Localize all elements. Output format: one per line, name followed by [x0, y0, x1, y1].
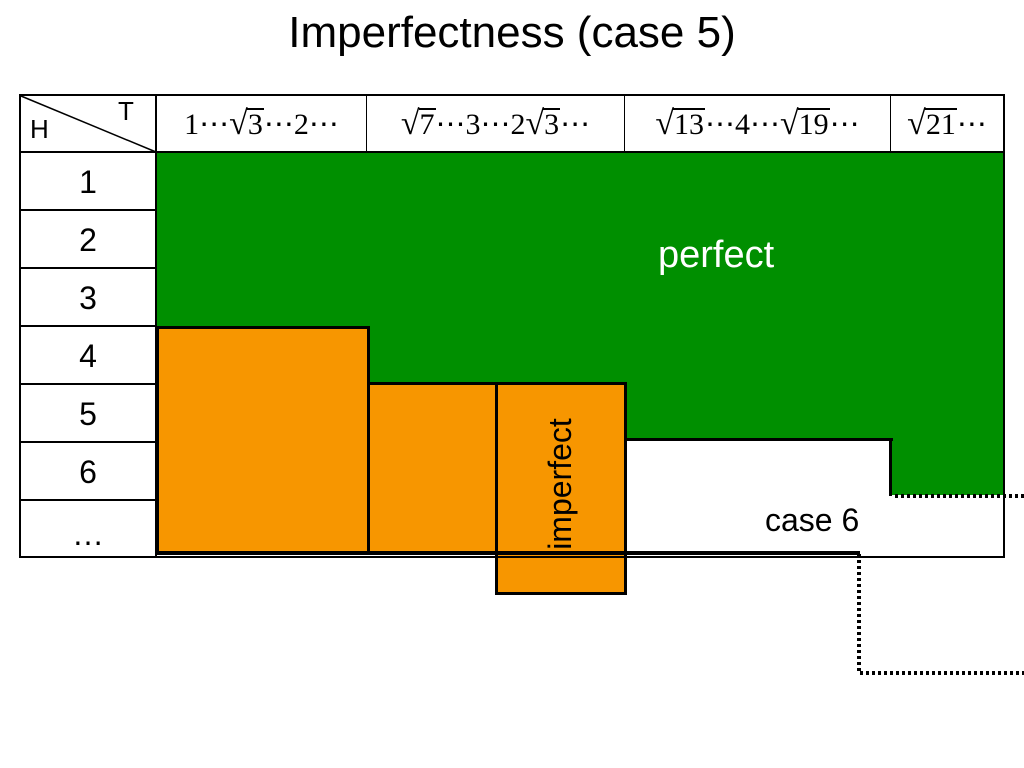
header-col-divider-3	[890, 94, 891, 152]
perfect-region-tail	[891, 440, 1003, 495]
corner-label-t: T	[118, 96, 134, 126]
header-radicand: 3	[543, 108, 561, 141]
sqrt-icon: √	[907, 105, 926, 142]
header-term: ⋯3⋯2	[435, 107, 526, 141]
header-radicand: 19	[797, 108, 830, 141]
header-radicand: 21	[924, 108, 957, 141]
header-term: ⋯4⋯	[705, 107, 780, 141]
imperfect-block-3	[495, 382, 627, 595]
perfect-region-mid	[368, 326, 1003, 384]
row-separator	[20, 267, 156, 269]
header-radicand: 13	[673, 108, 705, 141]
header-col-divider-2	[624, 94, 625, 152]
perfect-region-lower	[625, 384, 1003, 440]
sqrt-icon: √	[780, 105, 799, 142]
row-separator	[20, 499, 156, 501]
perfect-region-top	[156, 152, 1003, 326]
row-label-ellipsis: …	[72, 516, 104, 552]
row-label-3: 3	[79, 280, 97, 316]
column-header-1: 1⋯√3⋯2⋯	[157, 96, 366, 152]
case6-dotted-boundary	[857, 494, 1024, 675]
row-label-1: 1	[79, 164, 97, 200]
perfect-step-outline-v	[889, 438, 892, 496]
sqrt-icon: √	[400, 105, 420, 142]
header-term: ⋯	[829, 107, 860, 141]
row-separator	[20, 383, 156, 385]
slide-title: Imperfectness (case 5)	[288, 8, 736, 57]
sqrt-icon: √	[655, 105, 674, 142]
imperfect-block-2	[367, 382, 498, 554]
row-separator	[20, 325, 156, 327]
header-term: ⋯	[560, 107, 591, 141]
column-header-3: √13⋯4⋯√19⋯	[625, 96, 890, 152]
row-label-5: 5	[79, 396, 97, 432]
imperfect-block-1	[156, 326, 370, 554]
header-divider	[19, 151, 1005, 153]
header-term: ⋯	[956, 107, 987, 141]
corner-label-h: H	[30, 114, 49, 144]
case6-label: case 6	[765, 502, 860, 538]
header-radicand: 7	[418, 108, 436, 141]
row-label-6: 6	[79, 454, 97, 490]
row-separator	[20, 209, 156, 211]
corner-diagonal	[20, 95, 157, 153]
header-radicand: 3	[246, 108, 264, 141]
sqrt-icon: √	[525, 105, 545, 142]
perfect-step-outline	[625, 438, 893, 441]
column-header-4: √21⋯	[891, 96, 1003, 152]
label-column-divider	[155, 94, 157, 558]
row-label-2: 2	[79, 222, 97, 258]
header-term: 1⋯	[184, 107, 230, 141]
sqrt-icon: √	[229, 105, 248, 142]
row-separator	[20, 441, 156, 443]
column-header-2: √7⋯3⋯2√3⋯	[367, 96, 624, 152]
header-term: ⋯2⋯	[263, 107, 339, 141]
perfect-label: perfect	[658, 234, 775, 276]
table-bottom-line	[156, 551, 860, 555]
row-label-4: 4	[79, 338, 97, 374]
header-col-divider-1	[366, 94, 367, 152]
